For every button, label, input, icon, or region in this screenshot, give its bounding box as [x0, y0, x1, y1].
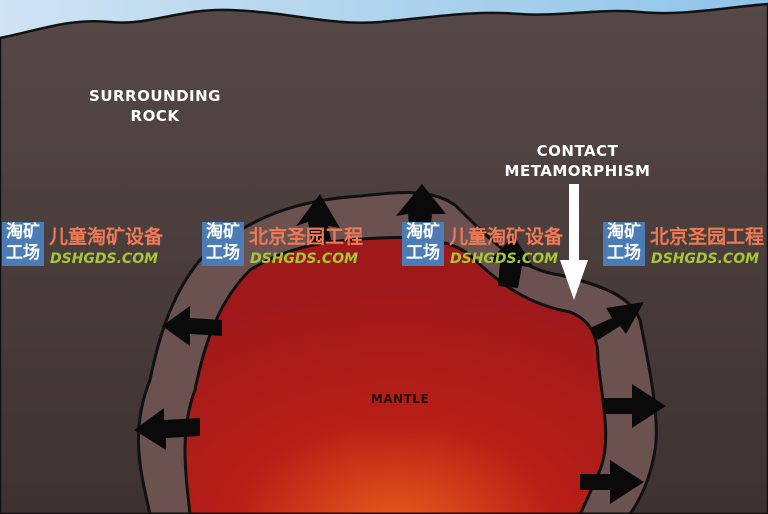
arrow-left-lower	[134, 408, 200, 450]
contact-metamorphism-label-line2: METAMORPHISM	[504, 162, 651, 180]
watermark-logo: 淘矿工场	[2, 222, 44, 266]
watermark-logo: 淘矿工场	[202, 222, 244, 266]
arrow-top-right	[488, 236, 534, 288]
arrow-right-middle	[604, 384, 666, 428]
watermark-url: DSHGDS.COM	[50, 251, 159, 267]
watermark: 淘矿工场 北京圣园工程 DSHGDS.COM	[202, 222, 372, 270]
contact-metamorphism-label-line1: CONTACT	[536, 142, 619, 160]
watermark-text: 北京圣园工程	[650, 226, 765, 248]
watermark-text: 儿童淘矿设备	[449, 226, 564, 248]
mantle-body	[183, 236, 608, 514]
arrow-right-upper	[590, 302, 644, 340]
surrounding-rock-label-line2: ROCK	[130, 107, 180, 125]
surrounding-rock-label-line1: SURROUNDING	[89, 87, 221, 105]
contact-metamorphism-label: CONTACT METAMORPHISM	[490, 141, 665, 181]
watermark: 淘矿工场 北京圣园工程 DSHGDS.COM	[603, 222, 768, 270]
watermark: 淘矿工场 儿童淘矿设备 DSHGDS.COM	[402, 222, 572, 270]
arrow-right-lower	[580, 460, 644, 504]
watermark-url: DSHGDS.COM	[651, 251, 760, 267]
heat-arrows	[134, 184, 666, 504]
watermark-logo: 淘矿工场	[402, 222, 444, 266]
watermark: 淘矿工场 儿童淘矿设备 DSHGDS.COM	[2, 222, 172, 270]
mantle-label: MANTLE	[370, 392, 430, 406]
arrow-left-upper	[162, 306, 222, 346]
surrounding-rock-label: SURROUNDING ROCK	[70, 86, 240, 126]
watermark-url: DSHGDS.COM	[450, 251, 559, 267]
contact-pointer-arrow	[560, 184, 588, 300]
watermark-url: DSHGDS.COM	[250, 251, 359, 267]
arrow-top-center	[396, 184, 446, 234]
watermark-text: 儿童淘矿设备	[49, 226, 164, 248]
arrow-top-left	[296, 194, 340, 244]
watermark-logo: 淘矿工场	[603, 222, 645, 266]
watermark-text: 北京圣园工程	[249, 226, 364, 248]
